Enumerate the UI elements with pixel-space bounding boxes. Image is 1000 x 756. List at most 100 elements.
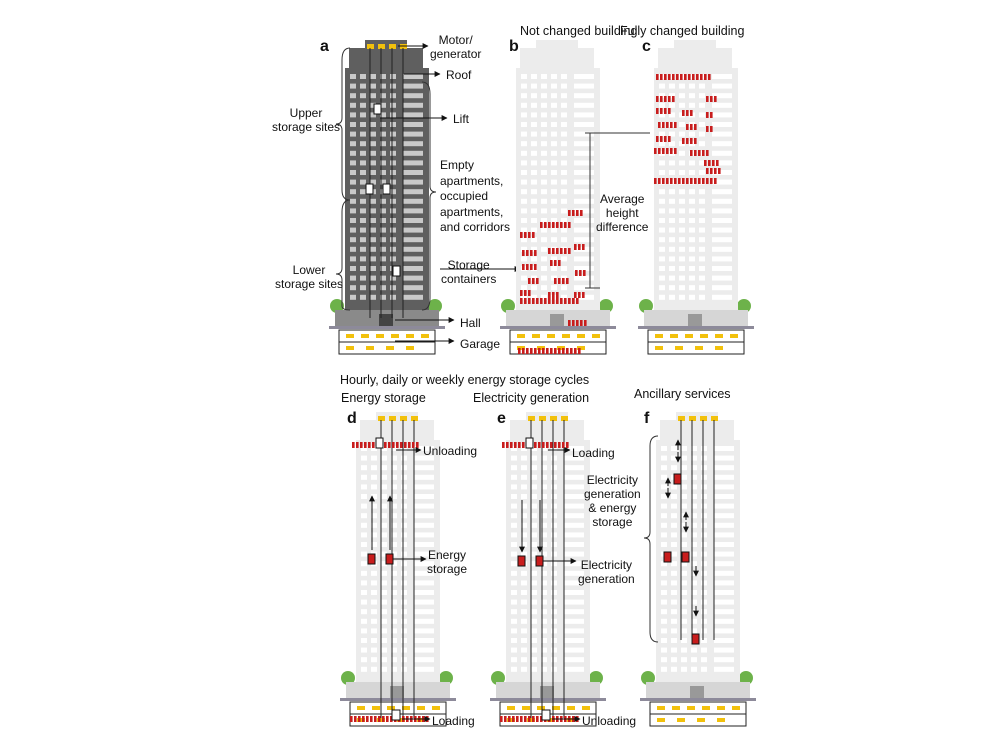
b-car <box>517 346 525 350</box>
f-car <box>702 706 710 710</box>
e-window <box>511 446 517 451</box>
f-window-strip <box>714 522 734 528</box>
c-window <box>659 227 665 233</box>
f-window <box>681 647 687 653</box>
f-window <box>661 618 667 624</box>
b-storage-container <box>552 292 555 298</box>
e-window-strip <box>564 551 584 557</box>
e-window <box>541 561 547 567</box>
b-storage-container <box>568 222 571 228</box>
a-window <box>370 83 376 89</box>
b-storage-container <box>568 248 571 254</box>
a-window-strip <box>403 141 423 147</box>
e-window <box>511 484 517 490</box>
d-window-strip <box>414 657 434 663</box>
e-window <box>521 446 527 451</box>
e-window <box>521 484 527 490</box>
e-window <box>521 628 527 634</box>
label-average-height: Average height difference <box>596 192 649 234</box>
b-storage-container <box>550 260 553 266</box>
c-window <box>689 160 695 166</box>
d-window <box>401 542 407 547</box>
d-window <box>391 513 397 519</box>
e-window-strip <box>564 638 584 643</box>
b-storage-container <box>530 250 533 256</box>
c-storage-container <box>704 160 707 166</box>
brace-upper <box>335 47 351 201</box>
d-window <box>401 465 407 471</box>
e-base <box>490 698 606 701</box>
d-storage-container <box>364 442 367 448</box>
c-window <box>659 208 665 214</box>
e-window <box>551 551 557 557</box>
e-storage-container <box>502 442 505 448</box>
e-window <box>531 638 537 643</box>
b-car <box>557 346 565 350</box>
e-window <box>531 570 537 576</box>
b-window <box>521 170 527 175</box>
e-window-strip <box>564 465 584 471</box>
c-storage-container <box>660 108 663 114</box>
c-storage-container <box>710 178 713 184</box>
b-storage-container <box>542 348 545 354</box>
e-window <box>551 666 557 672</box>
f-window <box>681 590 687 595</box>
a-window <box>390 83 396 89</box>
e-window <box>511 503 517 509</box>
d-window <box>401 609 407 615</box>
a-window <box>350 122 356 127</box>
b-window <box>531 198 537 204</box>
d-window <box>401 503 407 509</box>
c-storage-container <box>666 178 669 184</box>
b-window <box>551 218 557 223</box>
f-window <box>691 551 697 557</box>
d-window-strip <box>414 455 434 461</box>
d-window <box>361 590 367 595</box>
c-window <box>689 208 695 214</box>
d-storage-container <box>400 442 403 448</box>
e-storage-container <box>550 442 553 448</box>
e-car <box>537 706 545 710</box>
a-window <box>360 237 366 243</box>
f-brace <box>643 435 659 643</box>
b-window <box>521 83 527 89</box>
c-storage-container <box>708 74 711 80</box>
a-window-strip <box>403 285 423 291</box>
b-storage-container <box>524 290 527 296</box>
c-window <box>689 237 695 243</box>
f-car <box>672 706 680 710</box>
b-window-strip <box>574 131 594 137</box>
c-window <box>679 227 685 233</box>
b-storage-container <box>575 270 578 276</box>
b-storage-container <box>564 248 567 254</box>
c-window <box>679 122 685 127</box>
d-window <box>401 532 407 538</box>
c-window-strip <box>712 266 732 271</box>
b-storage-container <box>574 348 577 354</box>
d-window <box>371 570 377 576</box>
c-car <box>700 334 708 338</box>
f-window <box>701 513 707 519</box>
a-window <box>390 208 396 214</box>
b-window <box>551 93 557 99</box>
d-window <box>361 484 367 490</box>
label-d-loading: Loading <box>432 714 475 728</box>
a-window-strip <box>403 112 423 118</box>
b-storage-container <box>528 278 531 284</box>
d-window <box>361 570 367 576</box>
e-window <box>531 503 537 509</box>
e-window <box>511 580 517 586</box>
d-window <box>381 532 387 538</box>
b-window <box>561 112 567 118</box>
e-lift-cabin <box>541 709 551 721</box>
c-window-strip <box>712 112 732 118</box>
f-window <box>661 638 667 643</box>
c-storage-container <box>686 138 689 144</box>
a-window <box>380 218 386 223</box>
c-window <box>669 266 675 271</box>
b-window-strip <box>574 218 594 223</box>
b-window <box>561 150 567 156</box>
f-window-strip <box>714 551 734 557</box>
c-window <box>699 275 705 281</box>
c-window-strip <box>712 227 732 233</box>
